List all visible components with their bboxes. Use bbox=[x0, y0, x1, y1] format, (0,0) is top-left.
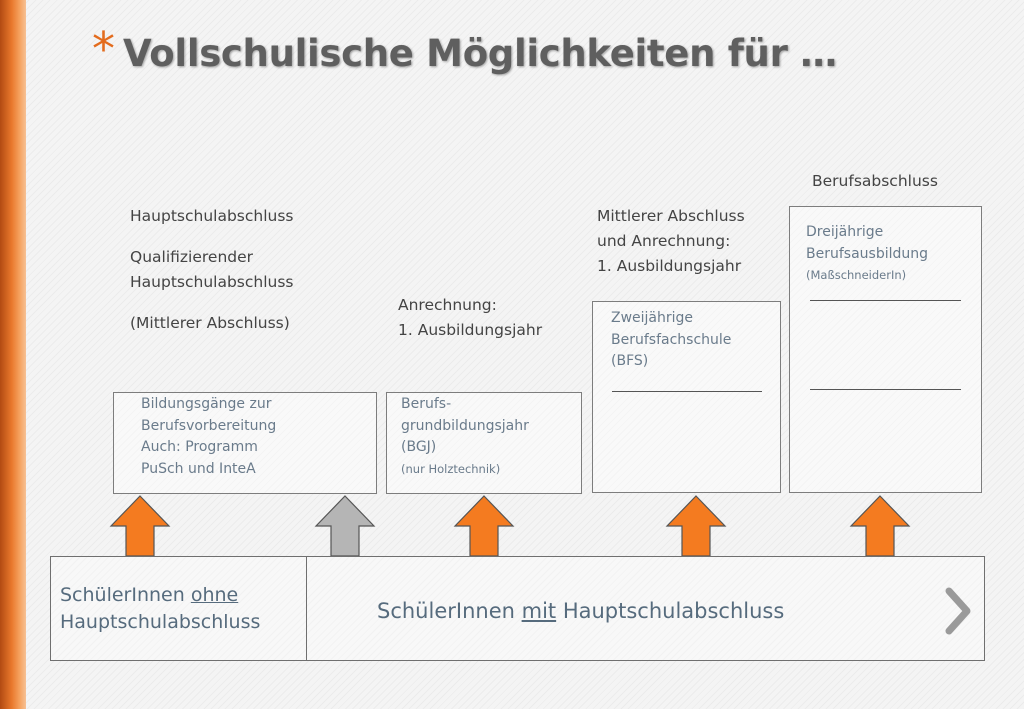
box-bfs-text: Zweijährige Berufsfachschule (BFS) bbox=[611, 310, 732, 369]
arrow-up-icon bbox=[109, 495, 171, 557]
base-ohne-label: SchülerInnen ohne Hauptschulabschluss bbox=[60, 584, 261, 633]
divider-ausbildung-2 bbox=[810, 389, 961, 390]
box-bfs bbox=[592, 301, 781, 493]
base-mit-label: SchülerInnen mit Hauptschulabschluss bbox=[377, 599, 785, 623]
divider-ausbildung-1 bbox=[810, 300, 961, 301]
divider-bfs bbox=[612, 391, 762, 392]
title-bullet: * bbox=[92, 22, 115, 76]
box-berufsvorbereitung-text: Bildungsgänge zur Berufsvorbereitung Auc… bbox=[141, 396, 277, 477]
box-bgj bbox=[386, 392, 582, 494]
chevron-right-icon bbox=[945, 587, 971, 635]
arrow-up-icon bbox=[849, 495, 911, 557]
label-anrechnung: Anrechnung: 1. Ausbildungsjahr bbox=[398, 296, 543, 339]
label-mittlerer-abschluss: (Mittlerer Abschluss) bbox=[130, 314, 290, 332]
page-title: * Vollschulische Möglichkeiten für … bbox=[92, 26, 837, 90]
base-bar bbox=[50, 556, 985, 661]
label-berufsabschluss: Berufsabschluss bbox=[812, 172, 938, 190]
sidebar-accent-bar bbox=[0, 0, 26, 709]
arrow-up-icon bbox=[665, 495, 727, 557]
arrow-up-icon bbox=[453, 495, 515, 557]
box-berufsvorbereitung bbox=[113, 392, 377, 494]
box-ausbildung bbox=[789, 206, 982, 493]
arrow-up-gray-icon bbox=[314, 495, 376, 557]
base-divider bbox=[306, 556, 307, 661]
label-qualifizierender: Qualifizierender Hauptschulabschluss bbox=[130, 248, 294, 291]
label-mittlerer-abschluss-anrechnung: Mittlerer Abschluss und Anrechnung: 1. A… bbox=[597, 207, 745, 275]
box-ausbildung-text: Dreijährige Berufsausbildung (Maßschneid… bbox=[806, 224, 929, 282]
title-text: Vollschulische Möglichkeiten für … bbox=[123, 32, 837, 75]
label-hauptschulabschluss: Hauptschulabschluss bbox=[130, 207, 294, 225]
box-bgj-text: Berufs- grundbildungsjahr (BGJ) (nur Hol… bbox=[401, 396, 529, 476]
